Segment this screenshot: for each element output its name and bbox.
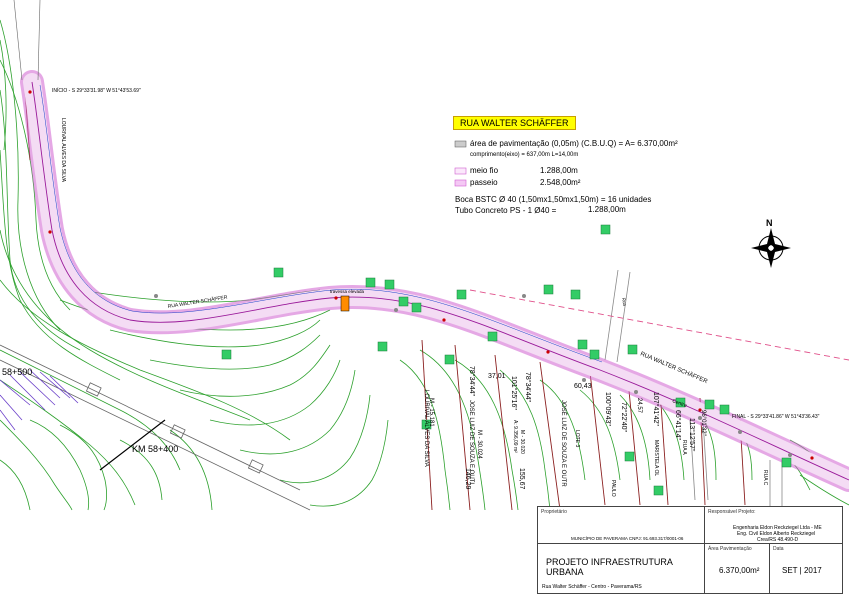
buildings	[221, 224, 792, 496]
lourival-bottom-label: LOURIVAL ALVES DA SILVA	[423, 390, 429, 467]
travessa-elevada-marker	[340, 295, 350, 312]
road-drain-line	[39, 84, 603, 363]
ang-6-label: 100°09'43"	[604, 392, 612, 426]
length-legend: comprimento(eixo) = 637,00m L=14,00m	[470, 152, 579, 158]
passeio-value: 2.548,00m²	[540, 178, 581, 187]
date-cell: Data SET | 2017	[769, 543, 843, 594]
m-15181-label: M - 15.181	[428, 398, 434, 427]
title-block: Proprietário MUNICÍPIO DE PAVERAMA CNPJ:…	[537, 506, 843, 594]
ang-12-label: 96°01'32"	[700, 410, 706, 436]
municipio-text: MUNICÍPIO DE PAVERAMA CNPJ: 91.693.317/0…	[571, 536, 684, 541]
travessa-label: travessa elevada	[330, 289, 365, 294]
top-street	[13, 0, 41, 81]
rua-side-label: Rua	[621, 297, 627, 306]
km-58-400-label: KM 58+400	[132, 444, 178, 454]
paulo-label: PAULO	[610, 480, 616, 497]
m-30020-label: M - 30.020	[519, 430, 525, 454]
km-tick	[99, 419, 166, 471]
dashed-boundary	[469, 289, 849, 361]
dist-2-label: 155,67	[518, 468, 525, 490]
ang-8-label: 24,57	[636, 398, 642, 414]
meio-fio-label: meio fio	[470, 166, 499, 175]
meio-fio-swatch	[454, 167, 467, 175]
tubo-value: 1.288,00m	[588, 205, 626, 214]
ang-1-label: 78°34'44"	[468, 366, 476, 396]
area-caption: Área Pavimentação	[708, 546, 752, 552]
dist-1-label: 146,29	[464, 468, 471, 490]
ang-2-label: 101°25'16"	[510, 376, 518, 410]
address-text: Rua Walter Schäffer - Centro - Paverama/…	[542, 584, 642, 590]
street-title-badge: RUA WALTER SCHÄFFER	[453, 116, 576, 130]
area-value: 6.370,00m²	[719, 566, 760, 575]
passeio-swatch	[454, 179, 467, 187]
lourival-top-label: LOURIVAL ALVES DA SILVA	[60, 118, 66, 183]
engineer-text: Eng. Civil Eldon Alberto Reckziegel	[737, 531, 816, 537]
owner-caption: Proprietário	[541, 509, 567, 515]
responsavel-cell: Responsável Projeto: Engenharia Eldon Re…	[704, 506, 843, 544]
owner-cell: Proprietário MUNICÍPIO DE PAVERAMA CNPJ:…	[537, 506, 705, 544]
date-caption: Data	[773, 546, 784, 552]
area-legend: área de pavimentação (0,05m) (C.B.U.Q) =…	[470, 139, 678, 148]
passeio-label: passeio	[470, 178, 498, 187]
project-title: PROJETO INFRAESTRUTURA URBANA	[546, 557, 673, 577]
boca-legend: Boca BSTC Ø 40 (1,50mx1,50mx1,50m) = 16 …	[455, 195, 652, 204]
road-pavement	[23, 73, 849, 489]
marisete-label: MARISTELA OL	[653, 440, 659, 476]
lote3-label: LOTE 3	[574, 430, 580, 447]
rua-a-label: RUA A	[681, 440, 687, 455]
tubo-legend: Tubo Concreto PS - 1 Ø40 =	[455, 206, 557, 215]
north-arrow: N	[751, 218, 791, 268]
rua-c-label: RUA C	[762, 470, 768, 486]
purple-hatch	[0, 369, 79, 431]
ang-11-label: 113°12'57"	[688, 418, 696, 452]
jose-luiz-2-label: JOSÉ LUIZ DE SOUZA E OUTR	[560, 400, 567, 487]
ang-4-label: 37,01	[488, 373, 506, 380]
final-label: FINAL - S 29°33'41.86" W 51°43'36.43"	[732, 414, 820, 420]
centro-label: Centro	[671, 398, 687, 409]
area-cell: Área Pavimentação 6.370,00m²	[704, 543, 770, 594]
km-58-500-label: 58+500	[2, 367, 32, 377]
ang-9-label: 107°41'42"	[652, 392, 660, 426]
survey-points	[154, 294, 792, 457]
project-cell: PROJETO INFRAESTRUTURA URBANA Rua Walter…	[537, 543, 705, 594]
highway	[0, 344, 311, 511]
area-9356-label: A: 9.356,09 m²	[512, 420, 518, 453]
north-label: N	[766, 218, 773, 228]
ang-3-label: 78°34'44"	[524, 372, 532, 402]
firm-text: Engenharia Eldon Reckziegel Ltda - ME	[733, 525, 822, 531]
road-axis	[31, 81, 849, 481]
red-markers	[28, 90, 814, 460]
jose-luiz-1-label: JOSE LUIZ DE SOUZA E OUTI	[468, 400, 474, 484]
date-value: SET | 2017	[782, 566, 822, 575]
inicio-label: INÍCIO - S 29°33'31.98" W 51°43'53.69"	[52, 87, 141, 94]
crea-text: Crea/RS 48.490-D	[757, 537, 799, 543]
side-street	[604, 269, 783, 510]
pavement-swatch	[454, 140, 467, 148]
responsavel-caption: Responsável Projeto:	[708, 509, 756, 515]
meio-fio-value: 1.288,00m	[540, 166, 578, 175]
ang-10-label: 66°41'14"	[674, 410, 682, 440]
m-30024-label: M - 30.024	[476, 430, 482, 459]
ang-7-label: 72°22'40"	[620, 402, 628, 432]
ang-5-label: 60,43	[574, 383, 592, 390]
